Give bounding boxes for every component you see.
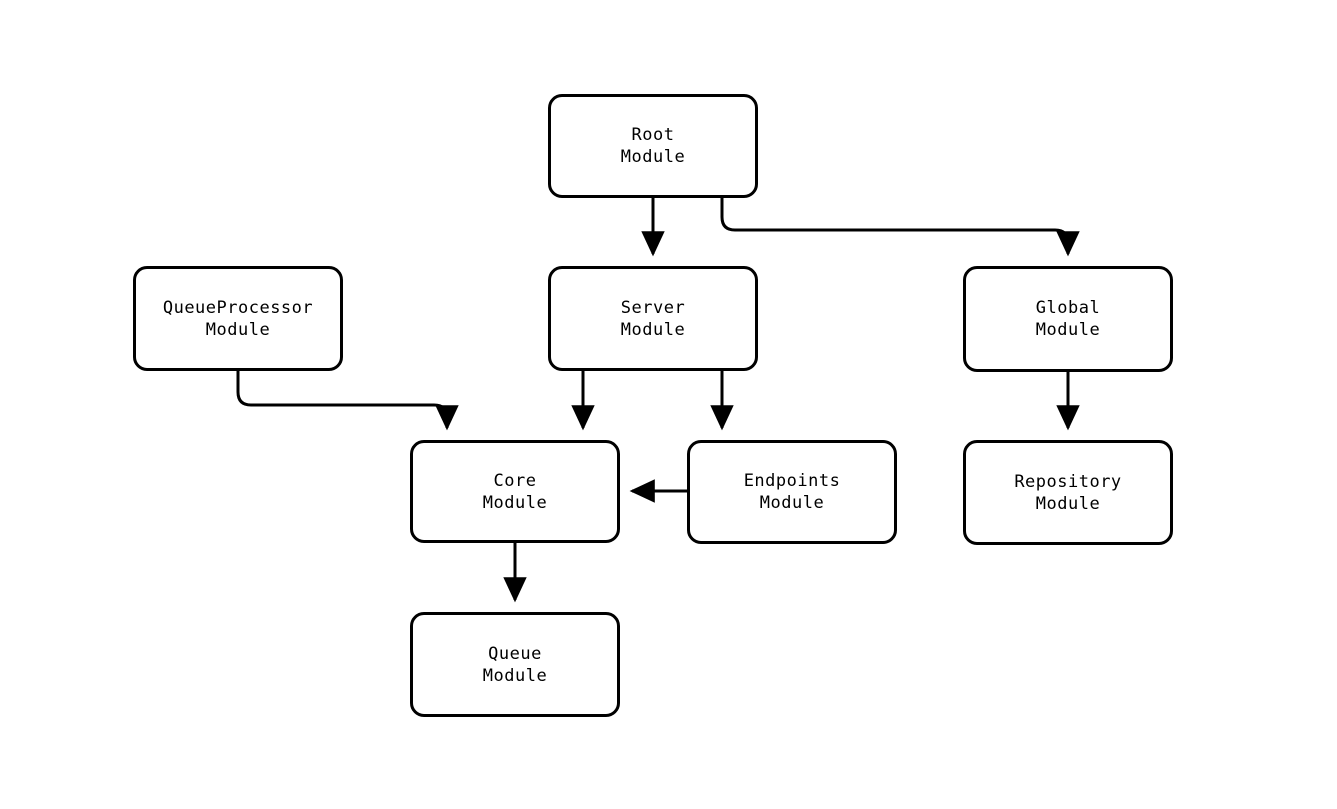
node-global-line1: Global <box>1035 298 1101 318</box>
node-core-line2: Module <box>482 492 548 513</box>
node-queue[interactable]: Queue Module <box>410 612 620 717</box>
node-queueprocessor[interactable]: QueueProcessor Module <box>133 266 343 371</box>
node-repository[interactable]: Repository Module <box>963 440 1173 545</box>
node-endpoints-line1: Endpoints <box>743 471 841 491</box>
node-core[interactable]: Core Module <box>410 440 620 543</box>
node-root-line1: Root <box>631 125 675 145</box>
node-queueprocessor-line1: QueueProcessor <box>162 297 314 318</box>
node-queue-line1: Queue <box>488 643 542 664</box>
node-endpoints[interactable]: Endpoints Module <box>687 440 897 544</box>
node-server[interactable]: Server Module <box>548 266 758 371</box>
node-root-line2: Module <box>620 147 686 167</box>
edge-root-global <box>720 198 1080 257</box>
edge-queueprocessor-core <box>236 371 459 431</box>
node-queue-line2: Module <box>482 665 548 686</box>
node-repository-line2: Module <box>1035 493 1101 514</box>
node-core-line1: Core <box>493 470 537 491</box>
node-server-line2: Module <box>620 319 686 340</box>
node-queueprocessor-line2: Module <box>205 319 271 340</box>
node-root[interactable]: Root Module <box>548 94 758 198</box>
node-repository-line1: Repository <box>1014 471 1122 492</box>
node-endpoints-line2: Module <box>759 493 825 513</box>
node-global-line2: Module <box>1035 320 1101 340</box>
node-server-line1: Server <box>620 297 686 318</box>
node-global[interactable]: Global Module <box>963 266 1173 372</box>
